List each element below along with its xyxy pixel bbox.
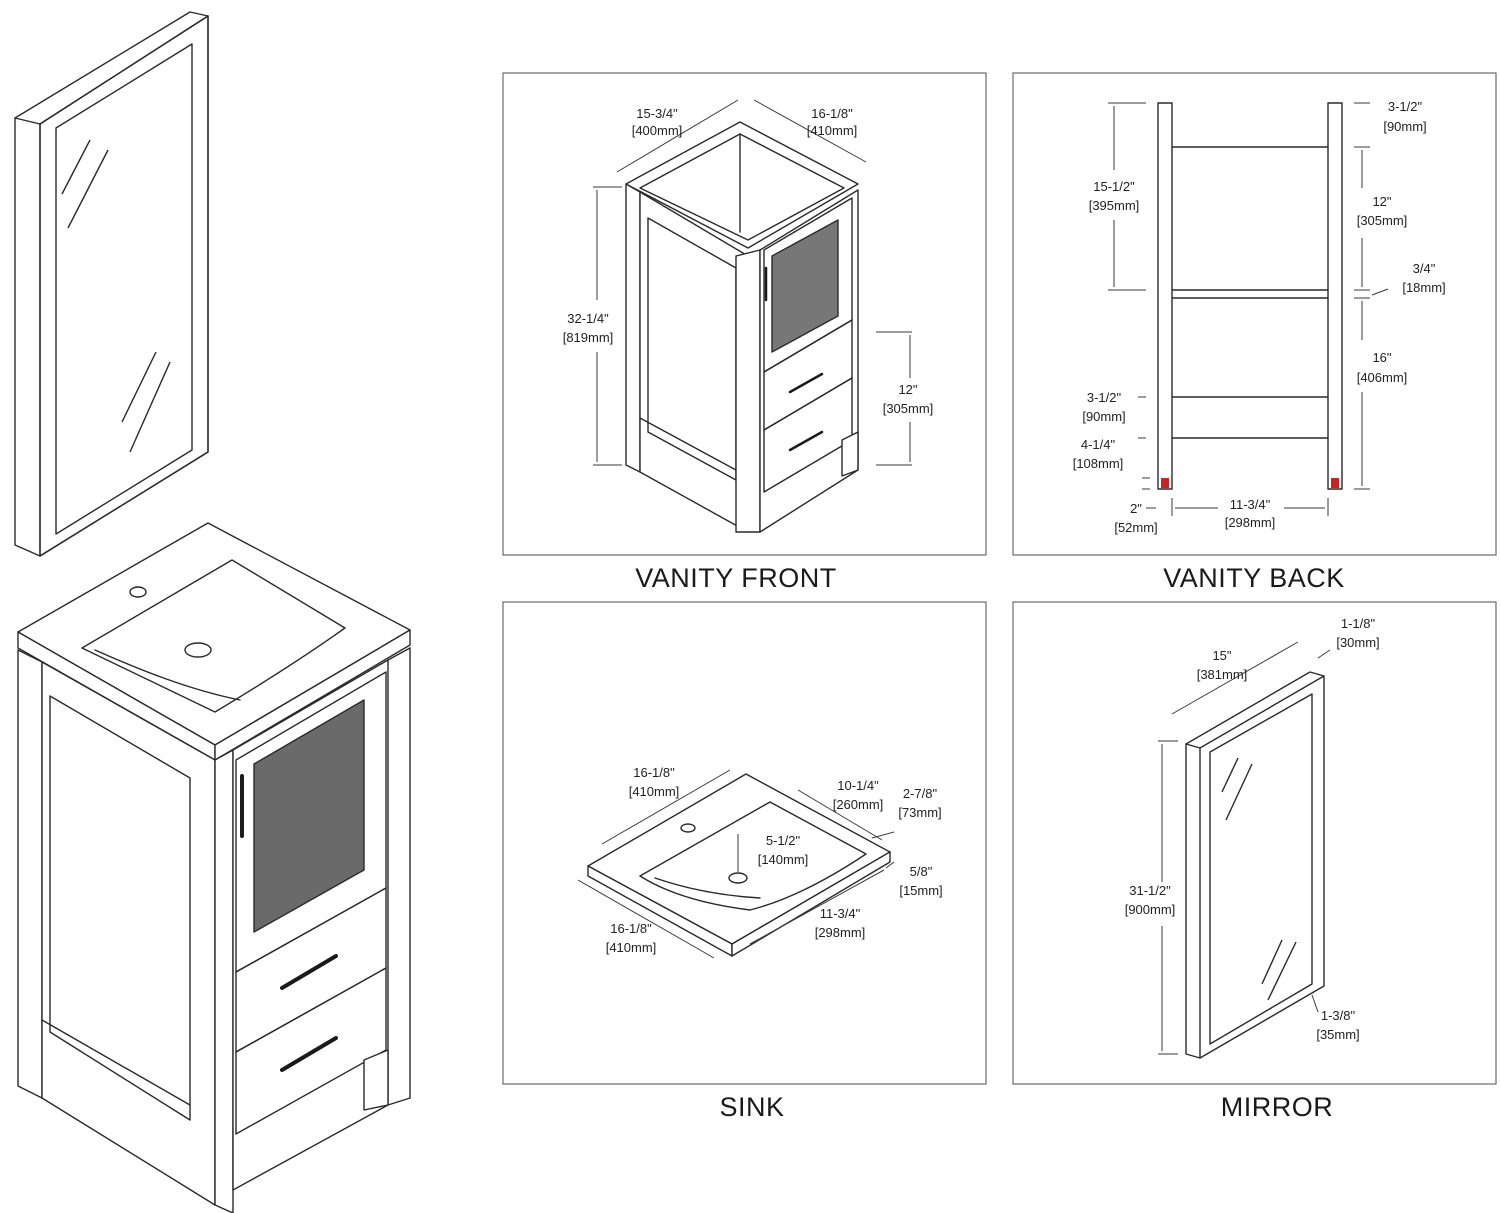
dim-label: 1-3/8"	[1321, 1008, 1356, 1023]
dim-label: [305mm]	[883, 401, 934, 416]
dim-label: [381mm]	[1197, 667, 1248, 682]
dim-label: 11-3/4"	[820, 906, 861, 921]
sink-drawing	[577, 769, 895, 959]
panel-vanity-back	[1012, 72, 1497, 556]
panel-mirror	[1012, 601, 1497, 1085]
dim-label: [298mm]	[1225, 515, 1276, 530]
dim-label: 31-1/2"	[1129, 883, 1171, 898]
dim-label: 5-1/2"	[766, 833, 801, 848]
dim-label: 15-3/4"	[636, 106, 678, 121]
mirror-panel-drawing	[1158, 641, 1331, 1059]
dim-label: [406mm]	[1357, 370, 1408, 385]
dim-label: [410mm]	[629, 784, 680, 799]
dim-label: [410mm]	[807, 123, 858, 138]
dim-label: 5/8"	[910, 864, 933, 879]
dim-label: [298mm]	[815, 925, 866, 940]
dim-label: [305mm]	[1357, 213, 1408, 228]
dim-label: 16-1/8"	[633, 765, 675, 780]
dim-label: [260mm]	[833, 797, 884, 812]
dim-label: [140mm]	[758, 852, 809, 867]
dim-label: 15"	[1212, 648, 1231, 663]
vanity-illustration	[17, 522, 411, 1213]
dim-label: 2"	[1130, 501, 1142, 516]
dim-label: [400mm]	[632, 123, 683, 138]
dim-label: 10-1/4"	[837, 778, 879, 793]
dim-label: 11-3/4"	[1230, 497, 1271, 512]
dim-label: 16-1/8"	[811, 106, 853, 121]
dim-label: [15mm]	[899, 883, 942, 898]
dim-label: 15-1/2"	[1093, 179, 1135, 194]
dim-label: [52mm]	[1114, 520, 1157, 535]
dim-label: 1-1/8"	[1341, 616, 1376, 631]
caption-vanity-back: VANITY BACK	[1163, 563, 1345, 593]
caption-mirror: MIRROR	[1221, 1092, 1334, 1122]
dim-label: [73mm]	[898, 805, 941, 820]
vanity-back-drawing	[1108, 102, 1389, 516]
dim-label: 3-1/2"	[1388, 99, 1423, 114]
dim-label: [30mm]	[1336, 635, 1379, 650]
dim-label: 32-1/4"	[567, 311, 609, 326]
dim-label: [395mm]	[1089, 198, 1140, 213]
dim-label: [900mm]	[1125, 902, 1176, 917]
dim-label: [35mm]	[1316, 1027, 1359, 1042]
dim-label: 3/4"	[1413, 261, 1436, 276]
dim-label: [90mm]	[1383, 119, 1426, 134]
dim-label: 16"	[1372, 350, 1391, 365]
caption-vanity-front: VANITY FRONT	[635, 563, 837, 593]
panel-sink	[502, 601, 987, 1085]
dim-label: 12"	[1372, 194, 1391, 209]
dim-label: 4-1/4"	[1081, 437, 1116, 452]
dim-label: [819mm]	[563, 330, 614, 345]
dim-label: [108mm]	[1073, 456, 1124, 471]
vanity-front-drawing	[593, 99, 912, 533]
dim-label: 12"	[898, 382, 917, 397]
panel-vanity-front	[502, 72, 987, 556]
dim-label: [90mm]	[1082, 409, 1125, 424]
caption-sink: SINK	[719, 1092, 784, 1122]
dim-label: 3-1/2"	[1087, 390, 1122, 405]
mirror-illustration	[14, 11, 209, 557]
dim-label: 2-7/8"	[903, 786, 938, 801]
dim-label: [18mm]	[1402, 280, 1445, 295]
dim-label: 16-1/8"	[610, 921, 652, 936]
dim-label: [410mm]	[606, 940, 657, 955]
